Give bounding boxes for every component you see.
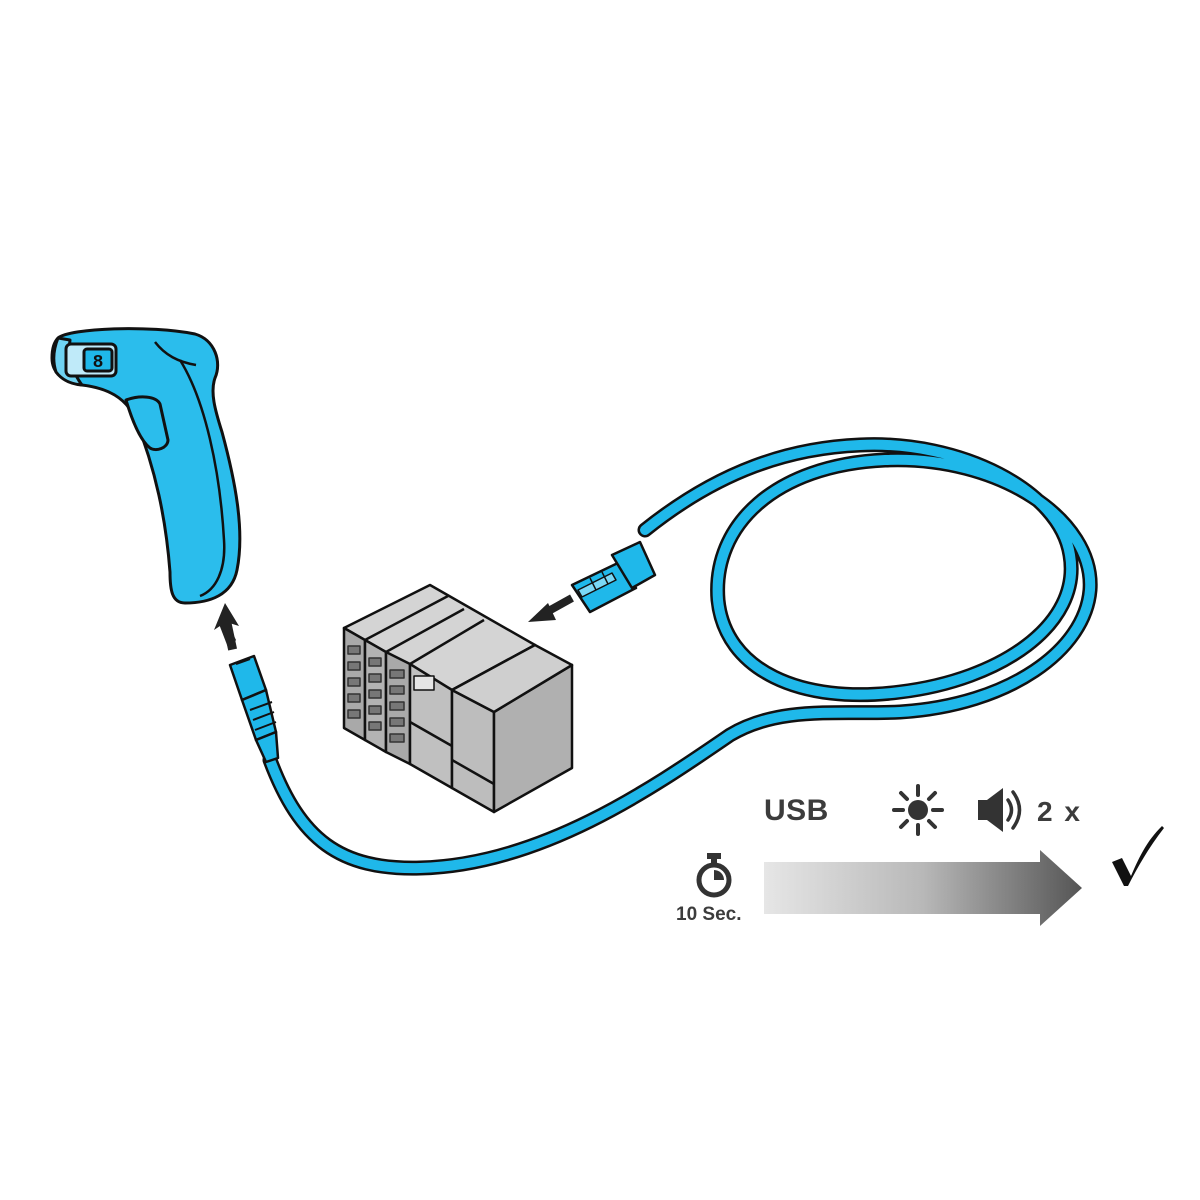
beep-count-label: 2 x (1037, 796, 1082, 827)
duration-label: 10 Sec. (676, 904, 742, 925)
plug-in-arrow-up-icon (214, 603, 239, 651)
speaker-sound-icon (978, 788, 1022, 832)
cable (262, 437, 1098, 876)
progress-arrow-icon (764, 850, 1082, 926)
connection-type-label: USB (764, 794, 829, 827)
plug-in-arrow-left-icon (528, 594, 574, 622)
checkmark-icon (1112, 826, 1164, 886)
sun-light-icon (892, 784, 944, 836)
plc-host-device-icon (342, 583, 574, 814)
usb-a-connector-icon (570, 540, 657, 614)
svg-text:8: 8 (93, 353, 104, 373)
barcode-scanner-icon: 8 (50, 327, 242, 605)
rj45-connector-icon (228, 654, 280, 764)
stopwatch-icon (696, 853, 732, 898)
